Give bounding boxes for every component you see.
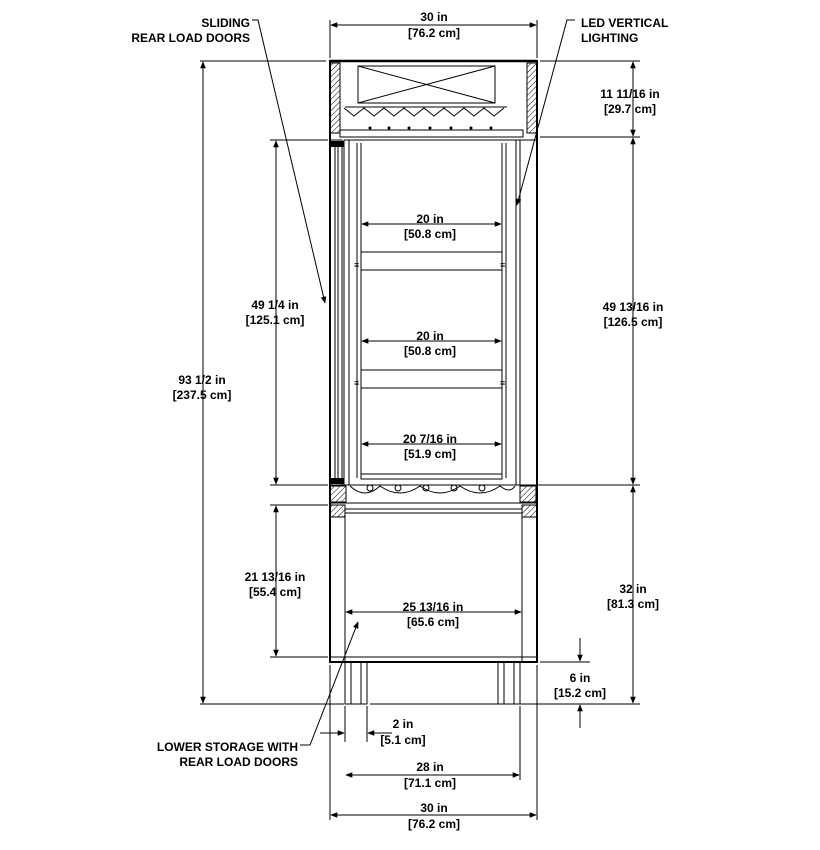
shelf-1: ≡ ≡ bbox=[354, 251, 505, 271]
svg-text:93 1/2 in: 93 1/2 in bbox=[178, 373, 225, 387]
dim-shelf1-width: 20 in [50.8 cm] bbox=[404, 212, 456, 241]
svg-text:2 in: 2 in bbox=[393, 717, 414, 731]
svg-text:49 1/4 in: 49 1/4 in bbox=[251, 298, 298, 312]
dim-lower-right-height: 32 in [81.3 cm] bbox=[607, 582, 659, 611]
svg-text:[50.8 cm]: [50.8 cm] bbox=[404, 344, 456, 358]
dim-overall-height: 93 1/2 in [237.5 cm] bbox=[173, 373, 232, 402]
lower-storage bbox=[329, 504, 538, 662]
svg-text:[15.2 cm]: [15.2 cm] bbox=[554, 686, 606, 700]
svg-text:[126.5 cm]: [126.5 cm] bbox=[604, 315, 663, 329]
callout-sliding-line1: SLIDING bbox=[201, 16, 250, 30]
dim-lower-width: 25 13/16 in [65.6 cm] bbox=[403, 600, 464, 629]
callout-leaders bbox=[252, 19, 575, 746]
svg-text:20 in: 20 in bbox=[416, 212, 443, 226]
leg-left bbox=[344, 661, 368, 705]
dim-shelf2-width: 20 in [50.8 cm] bbox=[404, 329, 456, 358]
callout-led-line1: LED VERTICAL bbox=[581, 16, 668, 30]
leg-right bbox=[497, 661, 521, 705]
dim-header-height: 11 11/16 in [29.7 cm] bbox=[600, 87, 659, 116]
sliding-door-frame bbox=[329, 139, 350, 486]
svg-text:[76.2 cm]: [76.2 cm] bbox=[408, 26, 460, 40]
svg-text:[65.6 cm]: [65.6 cm] bbox=[407, 615, 459, 629]
svg-text:[76.2 cm]: [76.2 cm] bbox=[408, 817, 460, 831]
svg-text:20 7/16 in: 20 7/16 in bbox=[403, 432, 457, 446]
callout-lower-storage: LOWER STORAGE WITH REAR LOAD DOORS bbox=[157, 740, 298, 769]
svg-text:32 in: 32 in bbox=[619, 582, 646, 596]
svg-text:[50.8 cm]: [50.8 cm] bbox=[404, 227, 456, 241]
svg-text:30 in: 30 in bbox=[420, 801, 447, 815]
svg-text:[125.1 cm]: [125.1 cm] bbox=[246, 313, 305, 327]
dim-lower-left-height: 21 13/16 in [55.4 cm] bbox=[245, 570, 306, 599]
svg-text:≡: ≡ bbox=[354, 378, 359, 388]
display-deck bbox=[329, 473, 538, 504]
svg-text:≡: ≡ bbox=[500, 260, 505, 270]
dim-bottom-width: 30 in [76.2 cm] bbox=[408, 801, 460, 831]
svg-text:[51.9 cm]: [51.9 cm] bbox=[404, 447, 456, 461]
shelf-2: ≡ ≡ bbox=[354, 369, 505, 389]
dimension-lines bbox=[200, 20, 640, 820]
svg-text:≡: ≡ bbox=[500, 378, 505, 388]
dim-leg-height: 6 in [15.2 cm] bbox=[554, 671, 606, 700]
dim-leg-span: 28 in [71.1 cm] bbox=[404, 760, 456, 790]
dim-top-width: 30 in [76.2 cm] bbox=[408, 10, 460, 40]
svg-text:≡: ≡ bbox=[354, 260, 359, 270]
callout-sliding-doors: SLIDING REAR LOAD DOORS bbox=[131, 16, 250, 45]
svg-text:25 13/16 in: 25 13/16 in bbox=[403, 600, 464, 614]
header-canopy bbox=[329, 59, 538, 138]
svg-text:[71.1 cm]: [71.1 cm] bbox=[404, 776, 456, 790]
svg-text:6 in: 6 in bbox=[570, 671, 591, 685]
svg-text:49 13/16 in: 49 13/16 in bbox=[603, 300, 664, 314]
svg-text:[29.7 cm]: [29.7 cm] bbox=[604, 102, 656, 116]
svg-text:30 in: 30 in bbox=[420, 10, 447, 24]
svg-text:21 13/16 in: 21 13/16 in bbox=[245, 570, 306, 584]
dim-upper-right-height: 49 13/16 in [126.5 cm] bbox=[603, 300, 664, 329]
callout-sliding-line2: REAR LOAD DOORS bbox=[131, 31, 250, 45]
cabinet-body: ≡ ≡ ≡ ≡ bbox=[329, 59, 538, 705]
dim-deck-width: 20 7/16 in [51.9 cm] bbox=[403, 432, 457, 461]
svg-text:[237.5 cm]: [237.5 cm] bbox=[173, 388, 232, 402]
svg-text:[5.1 cm]: [5.1 cm] bbox=[380, 733, 425, 747]
callout-lower-line2: REAR LOAD DOORS bbox=[179, 755, 298, 769]
dim-leg-width: 2 in [5.1 cm] bbox=[380, 717, 425, 747]
dim-upper-left-height: 49 1/4 in [125.1 cm] bbox=[246, 298, 305, 327]
svg-text:[81.3 cm]: [81.3 cm] bbox=[607, 597, 659, 611]
callout-led-lighting: LED VERTICAL LIGHTING bbox=[581, 16, 668, 45]
svg-text:28 in: 28 in bbox=[416, 760, 443, 774]
svg-text:[55.4 cm]: [55.4 cm] bbox=[249, 585, 301, 599]
svg-text:20 in: 20 in bbox=[416, 329, 443, 343]
callout-led-line2: LIGHTING bbox=[581, 31, 638, 45]
callout-lower-line1: LOWER STORAGE WITH bbox=[157, 740, 298, 754]
svg-text:11 11/16 in: 11 11/16 in bbox=[600, 87, 659, 101]
